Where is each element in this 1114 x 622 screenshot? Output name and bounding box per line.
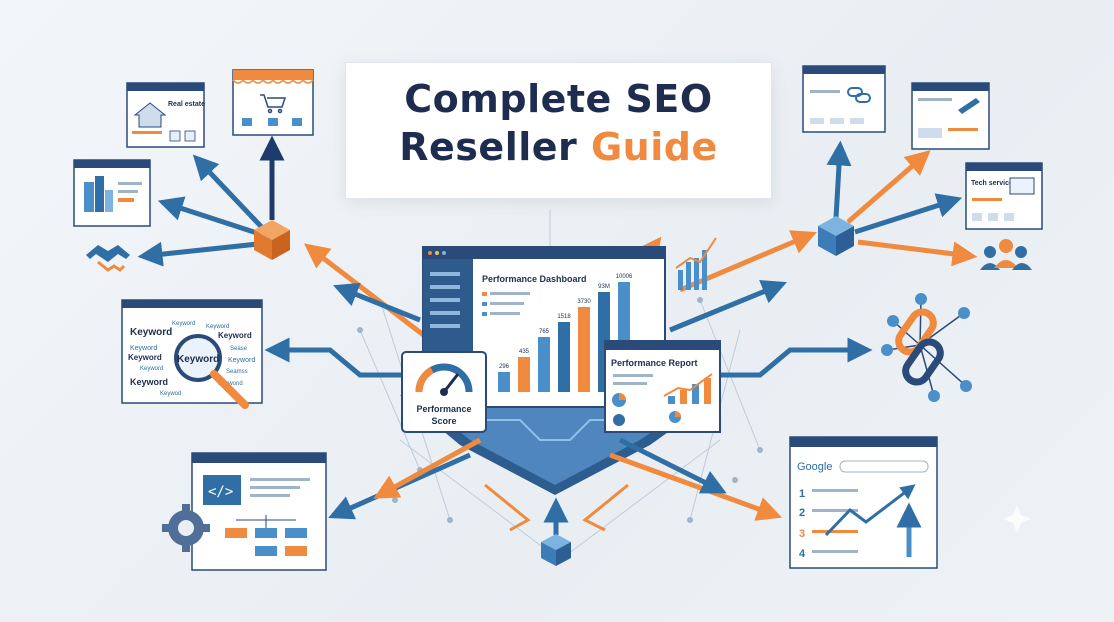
keyword-word: Keywod bbox=[160, 391, 181, 397]
report-bar bbox=[704, 378, 711, 404]
dashboard-bar-label: 1518 bbox=[557, 314, 571, 320]
report-title: Performance Report bbox=[611, 358, 698, 368]
keyword-word: Keyword bbox=[128, 353, 162, 362]
report-bar bbox=[668, 396, 675, 404]
users-icon bbox=[980, 239, 1032, 270]
title-card: Complete SEO Reseller Guide bbox=[345, 62, 772, 199]
google-brand: Google bbox=[797, 461, 832, 473]
city-card bbox=[73, 159, 151, 227]
right-hub-arrows bbox=[669, 140, 978, 333]
code-icon bbox=[203, 475, 241, 505]
lower-arrows bbox=[264, 337, 873, 535]
cube-icon bbox=[818, 216, 854, 256]
handshake-icon bbox=[86, 245, 130, 272]
sparkle-icon bbox=[1003, 505, 1031, 533]
keyword-word: Keyword bbox=[130, 345, 157, 352]
tech-service-label: Tech service bbox=[971, 180, 1013, 187]
tools-card bbox=[911, 82, 990, 150]
rank-number: 1 bbox=[799, 488, 805, 500]
dashboard-bar-label: 435 bbox=[519, 349, 530, 355]
title-prefix: Reseller bbox=[399, 125, 591, 169]
dashboard-bar-label: 765 bbox=[539, 329, 550, 335]
left-hub-arrows bbox=[137, 135, 432, 342]
cart-icon bbox=[260, 94, 287, 114]
keyword-word: Seamss bbox=[226, 369, 248, 375]
keyword-word: Keyword bbox=[172, 321, 195, 327]
keyword-word: Keyword bbox=[140, 366, 163, 372]
real-estate-label: Real estate bbox=[168, 101, 205, 108]
rank-number: 2 bbox=[799, 507, 805, 519]
cube-icon bbox=[254, 220, 290, 260]
code-card: </> bbox=[191, 452, 327, 571]
title-accent: Guide bbox=[590, 125, 718, 169]
rank-number: 4 bbox=[799, 548, 806, 560]
keyword-word: Keyword bbox=[130, 327, 172, 338]
mini-chart bbox=[675, 237, 717, 290]
gear-icon bbox=[162, 504, 210, 552]
dashboard-bar bbox=[558, 322, 570, 392]
score-label: Performance bbox=[416, 404, 471, 414]
real-estate-card: Real estate bbox=[126, 82, 205, 148]
keyword-word: Keyword bbox=[206, 324, 229, 330]
magnifier-icon: Keyword bbox=[174, 334, 249, 409]
svg-text:</>: </> bbox=[208, 484, 233, 500]
chain-link-icon bbox=[847, 87, 871, 103]
dashboard-bar bbox=[578, 307, 590, 392]
keyword-center: Keyword bbox=[177, 354, 219, 365]
performance-report-card: Performance Report bbox=[604, 340, 721, 433]
title-line-2: Reseller Guide bbox=[346, 125, 771, 169]
keyword-word: Keyword bbox=[228, 357, 255, 364]
dashboard-bar-label: 3730 bbox=[577, 299, 591, 305]
link-network-icon bbox=[881, 293, 972, 402]
report-bar bbox=[680, 390, 687, 404]
google-card: Google 1 2 3 4 bbox=[789, 436, 938, 569]
keyword-word: Keyword bbox=[218, 331, 252, 340]
house-icon bbox=[133, 102, 167, 128]
dashboard-bar bbox=[498, 372, 510, 392]
tech-service-card: Tech service bbox=[965, 162, 1043, 230]
cube-icon bbox=[541, 534, 571, 566]
wrench-icon bbox=[958, 98, 980, 114]
dashboard-bar-label: 296 bbox=[499, 364, 510, 370]
shop-card bbox=[232, 69, 314, 136]
report-trend-line bbox=[663, 373, 713, 397]
performance-score-card: Performance Score bbox=[401, 351, 487, 433]
dashboard-title: Performance Dashboard bbox=[482, 274, 587, 284]
report-bar bbox=[692, 384, 699, 404]
dashboard-bar bbox=[538, 337, 550, 392]
report-bars bbox=[663, 373, 713, 404]
dashboard-bar bbox=[518, 357, 530, 392]
keyword-word: Sease bbox=[230, 346, 248, 352]
dashboard-bar-label: 10006 bbox=[616, 274, 633, 280]
keyword-card: Keyword Keyword Keyword Keyword Keyword … bbox=[121, 299, 263, 409]
link-card bbox=[802, 65, 886, 133]
gauge-icon bbox=[415, 363, 473, 396]
title-line-1: Complete SEO bbox=[404, 77, 713, 121]
score-label: Score bbox=[431, 416, 456, 426]
rank-number: 3 bbox=[799, 528, 805, 540]
dashboard-bar-label: 93M bbox=[598, 284, 610, 290]
keyword-word: Keyword bbox=[130, 377, 168, 387]
keyword-word: Keywond bbox=[218, 381, 243, 387]
